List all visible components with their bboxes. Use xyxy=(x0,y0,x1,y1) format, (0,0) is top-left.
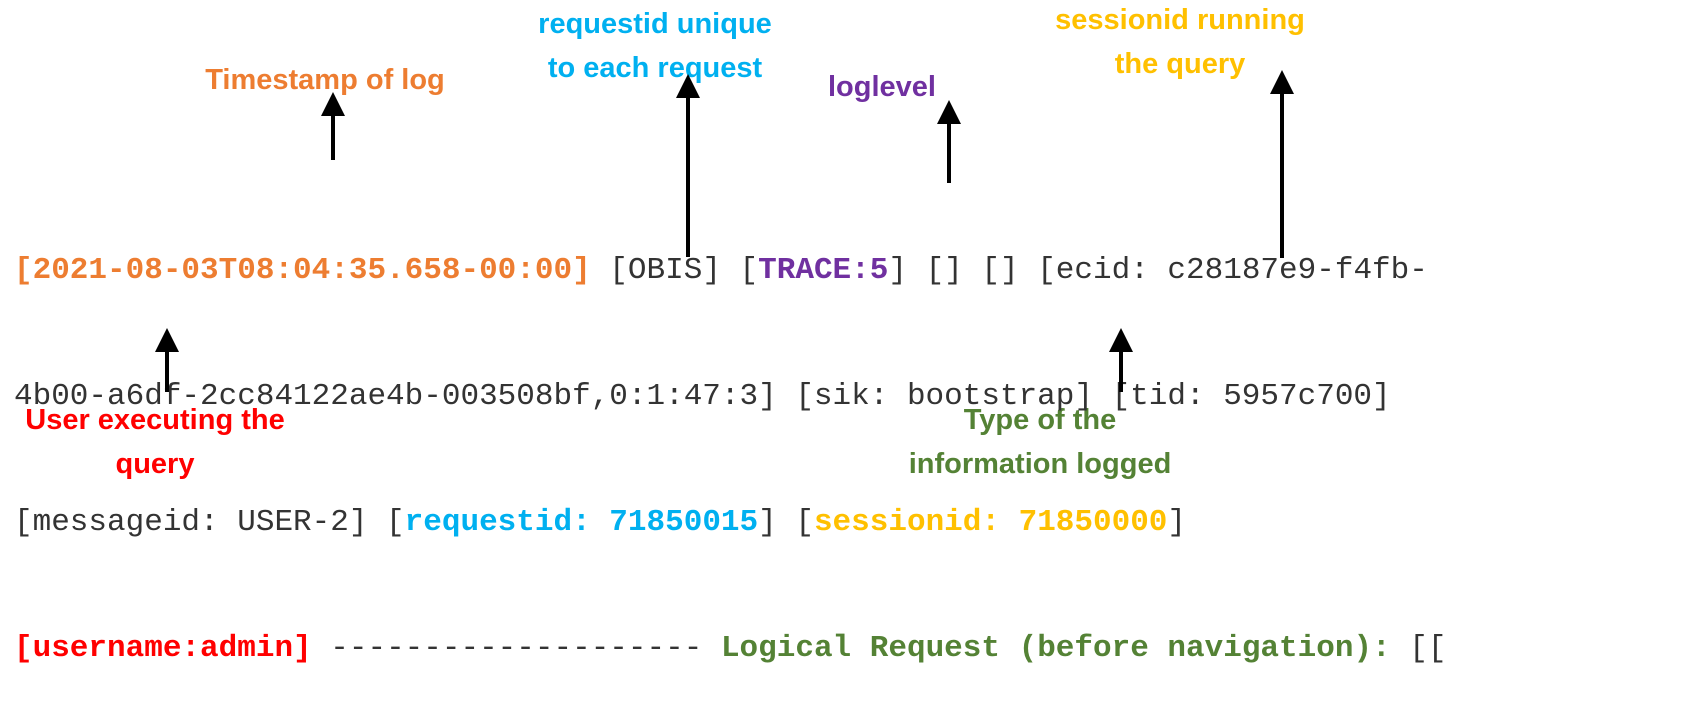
requestid-annotation: requestid unique to each request xyxy=(520,2,790,90)
log-text-obis: [OBIS] [ xyxy=(590,253,759,288)
log-text-brackets: [[ xyxy=(1390,631,1447,666)
log-logical-request: Logical Request (before navigation): xyxy=(720,631,1391,666)
sessionid-annotation-line2: the query xyxy=(1114,48,1246,80)
user-annotation-line1: User executing the xyxy=(25,404,285,436)
type-annotation-line1: Type of the xyxy=(963,404,1117,436)
timestamp-annotation-text: Timestamp of log xyxy=(205,64,445,96)
log-text-line2: 4b00-a6df-2cc84122ae4b-003508bf,0:1:47:3… xyxy=(14,379,1391,414)
log-line-2: 4b00-a6df-2cc84122ae4b-003508bf,0:1:47:3… xyxy=(14,376,1446,418)
log-timestamp: [2021-08-03T08:04:35.658-00:00] xyxy=(14,253,591,288)
timestamp-annotation: Timestamp of log xyxy=(205,58,445,102)
user-annotation: User executing the query xyxy=(10,398,300,486)
user-annotation-line2: query xyxy=(115,448,195,480)
log-dashes: -------------------- xyxy=(311,631,721,666)
requestid-annotation-line2: to each request xyxy=(547,52,763,84)
log-text-ecid: ] [] [] [ecid: c28187e9-f4fb- xyxy=(888,253,1428,288)
sessionid-annotation-line1: sessionid running xyxy=(1055,4,1305,36)
annotation-arrows xyxy=(155,70,1294,392)
requestid-annotation-line1: requestid unique xyxy=(538,8,772,40)
log-line-1: [2021-08-03T08:04:35.658-00:00] [OBIS] [… xyxy=(14,250,1446,292)
sessionid-annotation: sessionid running the query xyxy=(1040,0,1320,86)
log-username: [username:admin] xyxy=(14,631,312,666)
loglevel-annotation-text: loglevel xyxy=(828,71,936,103)
type-annotation-line2: information logged xyxy=(908,448,1172,480)
type-annotation: Type of the information logged xyxy=(890,398,1190,486)
log-level: TRACE:5 xyxy=(758,253,889,288)
log-line-4: [username:admin] -------------------- Lo… xyxy=(14,628,1446,670)
loglevel-annotation: loglevel xyxy=(812,65,952,109)
